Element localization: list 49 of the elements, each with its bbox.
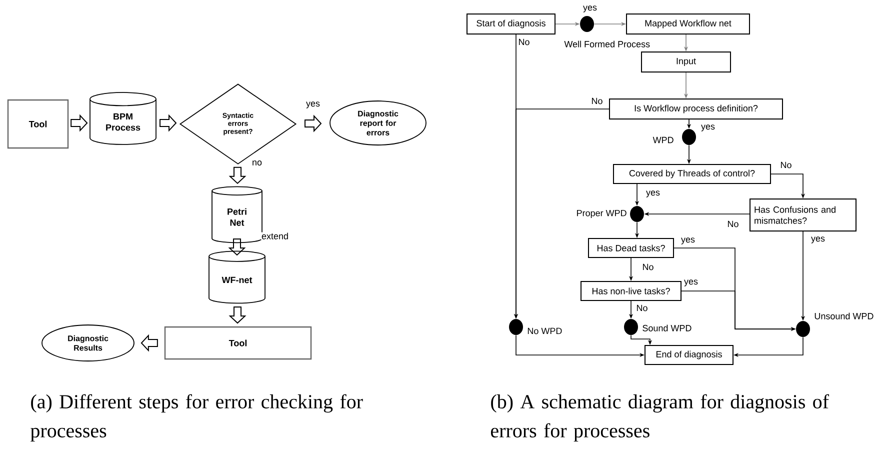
edge-label: yes (684, 280, 698, 286)
state-label: WPD (652, 136, 674, 144)
block-arrow (140, 334, 158, 352)
process-box: Mapped Workflow net (626, 14, 750, 34)
block-arrow (304, 114, 322, 132)
edge-label: No (728, 220, 738, 228)
process-box: Is Workflow process definition? (609, 98, 783, 120)
state-label: Sound WPD (642, 324, 692, 332)
edge-label: yes (681, 238, 695, 244)
database-cylinder: BPM Process (90, 92, 156, 145)
state-label: Unsound WPD (814, 312, 874, 320)
process-box: Start of diagnosis (466, 14, 556, 34)
edge-label: No (637, 304, 648, 312)
process-box: End of diagnosis (644, 345, 734, 365)
edge-label: yes (306, 102, 320, 108)
tool-box: Tool (164, 326, 312, 360)
edge-label: yes (583, 6, 597, 12)
edge-label: extend (262, 232, 288, 240)
block-arrow (228, 238, 246, 256)
state-dot (509, 319, 523, 335)
state-dot (630, 206, 644, 222)
block-arrow (228, 306, 246, 324)
edge-label: yes (701, 124, 715, 132)
state-dot (580, 16, 594, 32)
figure-caption: (a) Different steps for error checking for processes (30, 394, 363, 442)
state-label: Well Formed Process (564, 40, 650, 48)
state-dot (682, 129, 696, 145)
block-arrow (228, 166, 246, 184)
decision-box: Has Confusions and mismatches? (750, 198, 856, 232)
process-box: Input (641, 52, 731, 72)
process-box: Covered by Threads of control? (613, 164, 771, 184)
edge-label: no (252, 160, 262, 166)
database-cylinder: WF-net (208, 250, 266, 304)
process-box: Has Dead tasks? (588, 238, 674, 258)
state-label: No WPD (528, 328, 562, 334)
state-dot (624, 319, 638, 335)
edge-label: No (781, 162, 792, 168)
edge-label: No (519, 38, 530, 46)
tool-box: Tool (7, 99, 69, 149)
edge-label: yes (811, 236, 825, 244)
state-label: Proper WPD (577, 210, 626, 218)
figure-caption: (b) A schematic diagram for diagnosis of errors for processes (491, 394, 829, 442)
process-box: Has non-live tasks? (580, 281, 682, 301)
block-arrow (160, 114, 177, 132)
state-dot (796, 321, 810, 337)
edge-label: No (643, 264, 654, 270)
edge-label: yes (646, 190, 660, 198)
block-arrow (70, 114, 88, 132)
edge-label: No (592, 98, 602, 104)
